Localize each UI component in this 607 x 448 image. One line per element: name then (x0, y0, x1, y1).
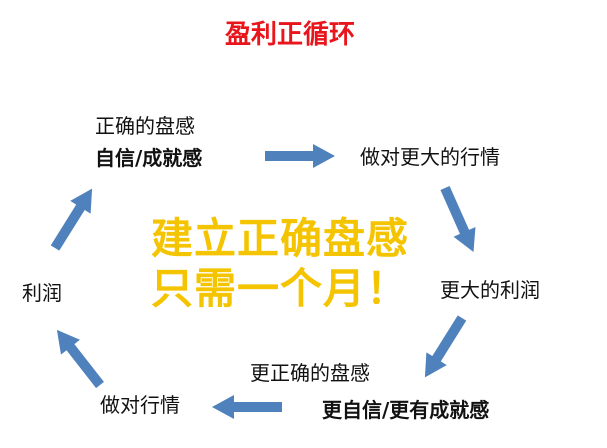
node-bigger-profit: 更大的利润 (440, 278, 540, 302)
arrow-right-icon (265, 144, 335, 168)
arrow-up-left-icon (47, 322, 110, 393)
diagram-title: 盈利正循环 (224, 20, 355, 50)
node-profit: 利润 (22, 281, 62, 305)
arrow-up-right-icon (44, 182, 103, 255)
arrow-down-left-icon (414, 311, 473, 384)
node-more-correct-feel: 更正确的盘感 (250, 361, 370, 385)
node-confidence: 自信/成就感 (95, 146, 203, 170)
center-slogan-line1: 建立正确盘感 (150, 214, 409, 263)
node-correct-feel: 正确的盘感 (95, 114, 195, 138)
arrow-left-icon (212, 395, 282, 419)
node-more-confidence: 更自信/更有成就感 (322, 398, 490, 422)
node-bigger-trend: 做对更大的行情 (360, 145, 500, 169)
center-slogan-line2: 只需一个月！ (150, 264, 409, 313)
arrow-down-right-icon (434, 183, 485, 257)
node-right-trend: 做对行情 (100, 393, 180, 417)
